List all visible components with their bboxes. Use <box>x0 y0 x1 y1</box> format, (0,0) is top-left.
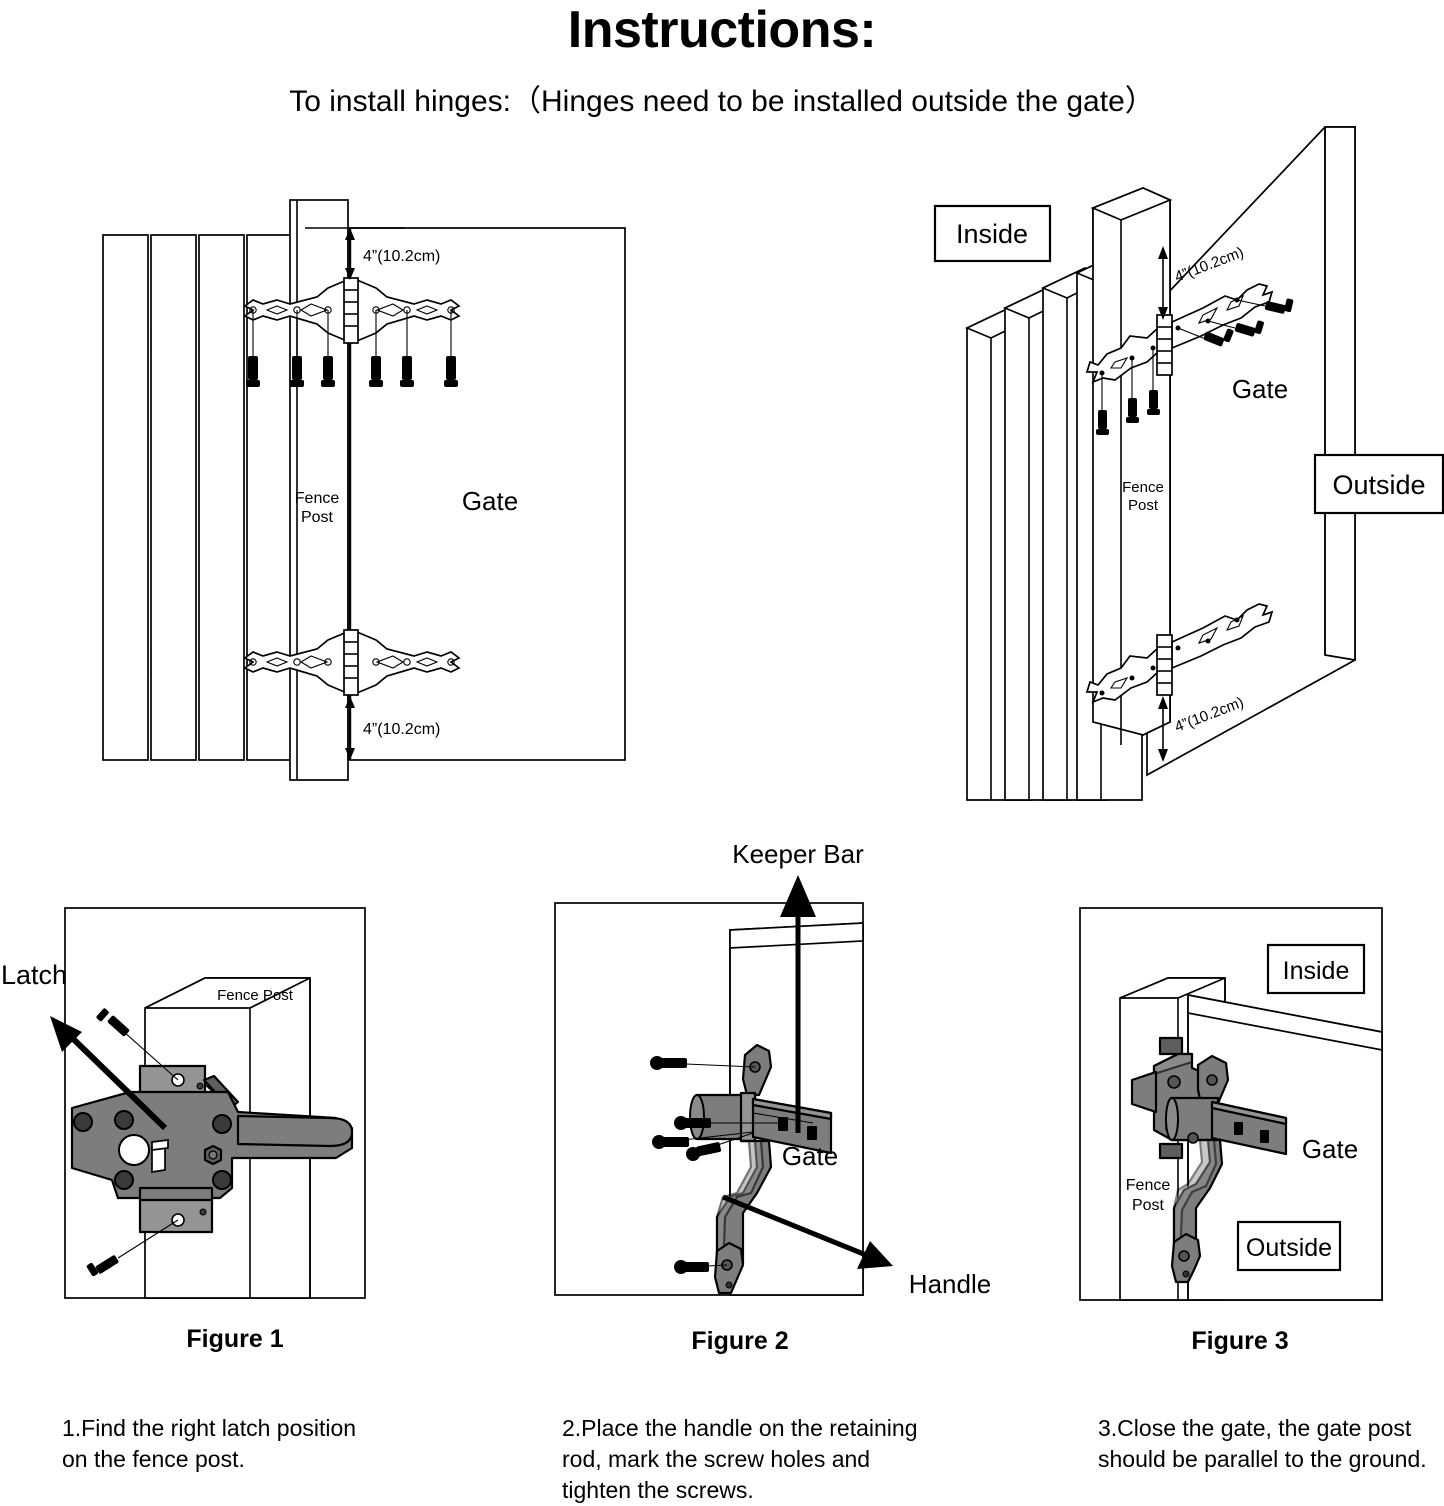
hinge-placement-flat-diagram: Gate Fence Post <box>85 199 645 781</box>
outside-label: Outside <box>1332 470 1425 500</box>
gate-label-fig2: Gate <box>782 1141 838 1171</box>
latch-label: Latch <box>1 960 67 990</box>
upper-screw-fig1 <box>96 1008 179 1081</box>
keeper-bar-label: Keeper Bar <box>732 839 864 869</box>
latch-assembly <box>70 1064 354 1234</box>
step-3-text: 3.Close the gate, the gate post should b… <box>1098 1415 1427 1473</box>
outside-label-box: Outside <box>1313 453 1444 515</box>
figure-1-diagram: Fence Post <box>0 880 400 1310</box>
screw-mid-1 <box>674 1116 780 1130</box>
inside-label-box: Inside <box>933 204 1052 263</box>
latch-assembly-fig3 <box>1130 1036 1288 1284</box>
page-title: Instructions: <box>567 1 877 59</box>
bottom-dimension: 4”(10.2cm) <box>345 696 440 760</box>
inside-label: Inside <box>956 219 1028 249</box>
hinge-screws <box>246 310 458 387</box>
screw-top <box>650 1056 756 1070</box>
outside-label-box-fig3: Outside <box>1236 1220 1342 1272</box>
top-hinge <box>243 277 461 387</box>
keeper-bar-callout <box>780 875 816 1133</box>
top-hinge-3d <box>1085 283 1294 435</box>
bottom-hinge-3d <box>1085 603 1274 704</box>
inside-label-box-fig3: Inside <box>1266 943 1366 995</box>
handle-label: Handle <box>909 1269 991 1299</box>
handle-callout <box>722 1194 893 1269</box>
screw-bottom <box>674 1260 728 1274</box>
gate-slab <box>1146 126 1356 777</box>
gate-label: Gate <box>462 486 518 516</box>
top-hinge-screws <box>1096 298 1294 435</box>
screw-mid-2 <box>652 1131 754 1149</box>
handle-assembly-fig2 <box>689 1043 833 1295</box>
figure-1-caption: Figure 1 <box>186 1325 284 1353</box>
fence-boards <box>102 234 293 761</box>
figure-2-caption: Figure 2 <box>691 1327 789 1355</box>
outside-label-fig3: Outside <box>1246 1234 1332 1262</box>
inside-label-fig3: Inside <box>1283 957 1350 985</box>
fence-post-label-line1: Fence <box>295 490 340 507</box>
step-2-text: 2.Place the handle on the retaining rod,… <box>562 1415 918 1504</box>
figure-2-diagram: Keeper Bar Handle Gate <box>545 839 1005 1310</box>
lower-screw-fig1 <box>86 1219 179 1277</box>
figure-3-caption: Figure 3 <box>1191 1327 1289 1355</box>
fence-post-label-line2: Post <box>301 509 334 526</box>
page-subtitle: To install hinges:（Hinges need to be ins… <box>289 85 1155 118</box>
figure-3-diagram: Fence Post <box>1060 890 1444 1310</box>
screw-mid-3 <box>686 1132 754 1161</box>
step-1-text: 1.Find the right latch position on the f… <box>62 1415 357 1473</box>
bottom-dimension-label: 4”(10.2cm) <box>363 721 440 738</box>
fence-post-label-3d-line2: Post <box>1128 497 1159 514</box>
gate-label-fig3: Gate <box>1302 1134 1358 1164</box>
hinge-placement-3d-diagram: 4”(10.2cm) <box>925 110 1444 801</box>
bottom-hinge <box>243 629 461 696</box>
fence-post-front-overlay <box>1090 187 1173 745</box>
fence-post-label-fig1: Fence Post <box>217 987 294 1004</box>
screws-fig2 <box>650 1056 780 1274</box>
gate-label-3d: Gate <box>1232 374 1288 404</box>
top-dimension-label: 4”(10.2cm) <box>363 248 440 265</box>
top-dimension: 4”(10.2cm) <box>305 227 440 280</box>
latch-callout <box>50 1016 168 1131</box>
fence-post-label-fig3-line2: Post <box>1132 1197 1165 1214</box>
fence-post-label-3d-line1: Fence <box>1122 479 1164 496</box>
fence-post-label-fig3-line1: Fence <box>1126 1177 1171 1194</box>
